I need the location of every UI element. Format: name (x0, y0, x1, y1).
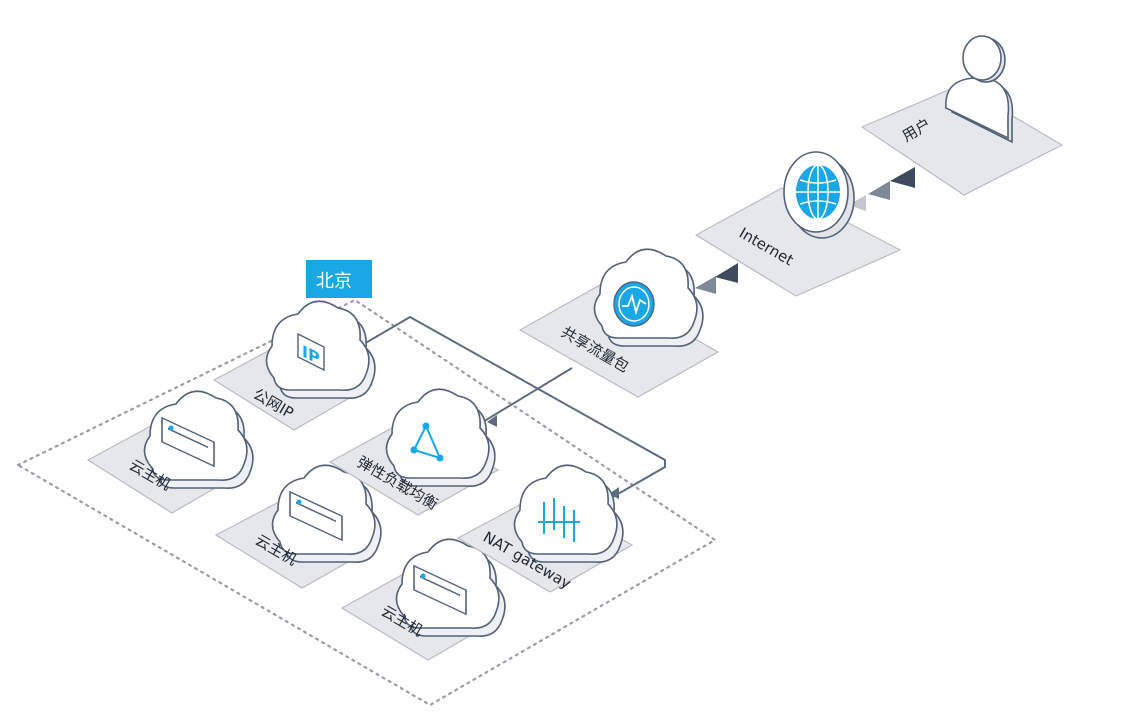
node-bandwidth[interactable]: 共享流量包 (518, 248, 720, 398)
nat-gateway-icon (538, 498, 580, 542)
node-internet[interactable]: Internet (694, 151, 902, 297)
node-cvm-2[interactable]: 云主机 (214, 464, 382, 589)
region-boundary (15, 298, 718, 707)
region-label: 北京 (316, 271, 352, 292)
node-public-ip[interactable]: IP 公网IP (212, 300, 376, 431)
flow-arrow (487, 415, 497, 427)
ip-icon: IP (302, 341, 320, 369)
globe-icon (783, 151, 855, 239)
node-cvm-3[interactable]: 云主机 (340, 538, 506, 661)
node-user[interactable]: 用户 (860, 35, 1064, 196)
user-icon (945, 35, 1014, 144)
region-tag: 北京 (306, 260, 372, 298)
flow-arrow (609, 487, 619, 499)
node-cvm-1[interactable]: 云主机 (86, 390, 254, 514)
traffic-package-icon (613, 281, 655, 327)
load-balancer-icon (410, 422, 444, 462)
traffic-chevrons (675, 167, 915, 303)
